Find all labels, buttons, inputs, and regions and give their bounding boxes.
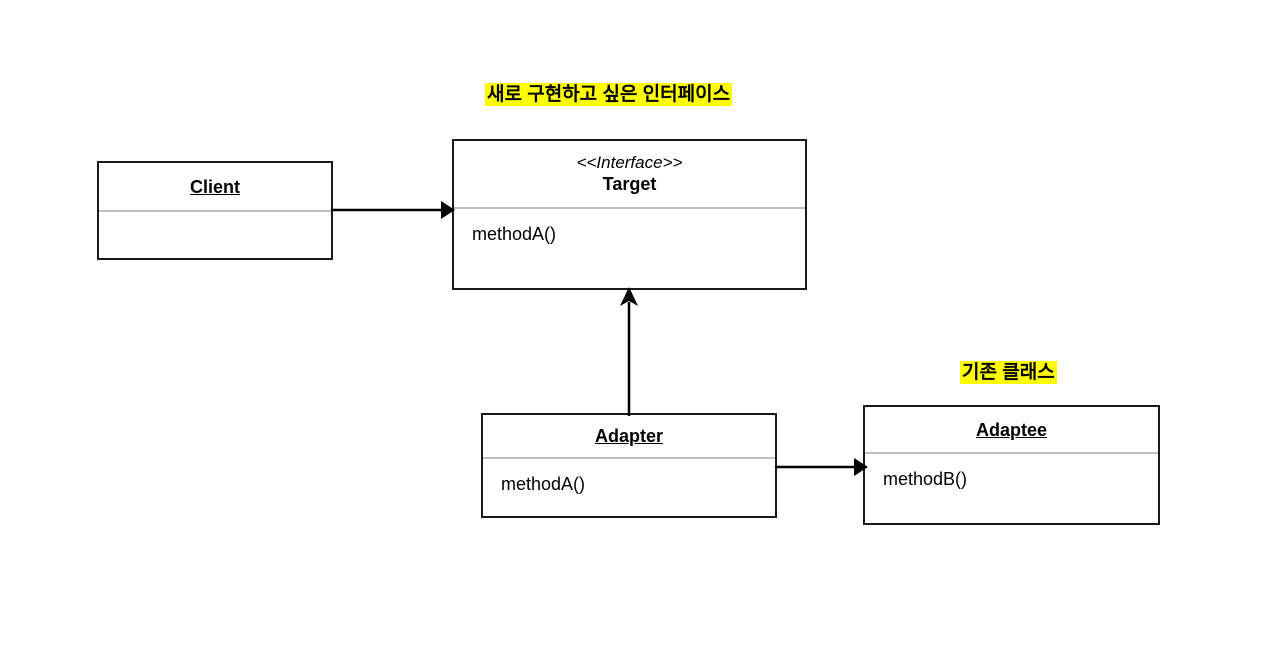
class-name-target: Target	[602, 174, 657, 194]
annotation-existing-class-text: 기존 클래스	[960, 361, 1057, 384]
class-header-target: <<Interface>> Target	[454, 141, 805, 209]
class-members-adapter: methodA()	[483, 459, 775, 516]
class-member-adapter-methoda: methodA()	[501, 474, 586, 494]
class-box-client[interactable]: Client	[97, 161, 333, 260]
class-member-target-methoda: methodA()	[472, 224, 557, 244]
class-members-target: methodA()	[454, 209, 805, 288]
class-member-adaptee-methodb: methodB()	[883, 469, 968, 489]
class-members-client	[99, 212, 331, 258]
class-box-target[interactable]: <<Interface>> Target methodA()	[452, 139, 807, 290]
connector-adapter-to-adaptee	[775, 453, 870, 481]
class-header-client: Client	[99, 163, 331, 212]
class-box-adaptee[interactable]: Adaptee methodB()	[863, 405, 1160, 525]
class-members-adaptee: methodB()	[865, 454, 1158, 523]
class-box-adapter[interactable]: Adapter methodA()	[481, 413, 777, 518]
annotation-target-interface-text: 새로 구현하고 싶은 인터페이스	[485, 83, 733, 106]
class-name-client: Client	[189, 176, 240, 197]
annotation-existing-class: 기존 클래스	[960, 360, 1057, 386]
annotation-target-interface: 새로 구현하고 싶은 인터페이스	[485, 82, 733, 108]
class-header-adapter: Adapter	[483, 415, 775, 459]
class-header-adaptee: Adaptee	[865, 407, 1158, 454]
connector-client-to-target	[331, 196, 457, 224]
connector-adapter-to-target	[615, 286, 643, 416]
class-name-adaptee: Adaptee	[975, 419, 1047, 440]
class-stereotype-target: <<Interface>>	[576, 153, 683, 172]
class-name-adapter: Adapter	[594, 426, 663, 446]
